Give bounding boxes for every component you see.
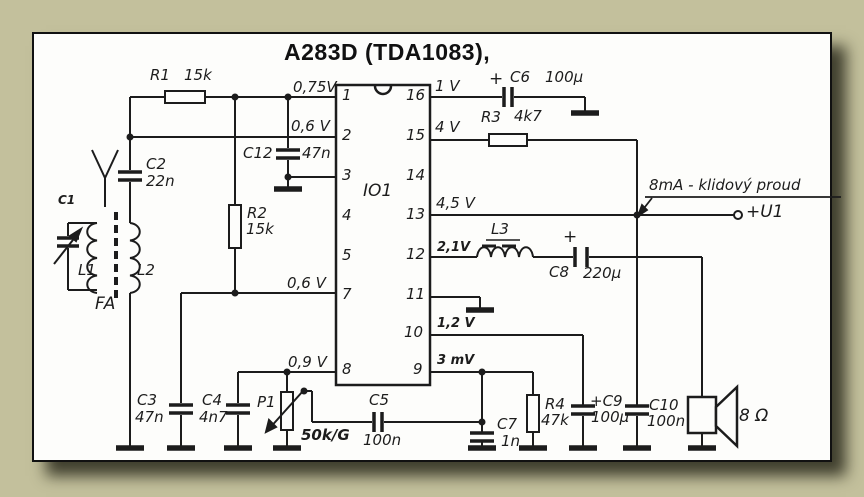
value-r2: 15k [246,220,274,238]
label-c4: C4 [202,391,223,409]
polarity-c6: + [489,69,504,89]
inductor-l2-icon [129,222,141,294]
capacitor-c10-icon [625,404,649,416]
pin-5: 5 [342,246,352,264]
label-c5: C5 [369,391,390,409]
voltage-pin13: 4,5 V [436,194,475,212]
label-c12: C12 [243,144,273,162]
capacitor-c5-icon [372,412,384,432]
pin-11: 11 [406,285,426,303]
capacitor-c2-icon [118,170,142,182]
label-c9: +C9 [590,392,623,410]
pin-8: 8 [342,360,352,378]
voltage-pin15: 4 V [435,118,460,136]
pin-2: 2 [342,126,352,144]
value-r1: 15k [184,66,212,84]
capacitor-c3-icon [169,403,193,415]
voltage-pin10: 1,2 V [437,316,475,331]
inductor-symbols [86,212,534,300]
voltage-pin1: 0,75V [293,78,337,96]
inductor-l3-icon [476,246,534,258]
label-r1: R1 [150,66,170,84]
value-p1: 50k/G [301,426,350,444]
pin-13: 13 [406,205,426,223]
value-r3: 4k7 [514,107,542,125]
ic-notch-icon [373,85,393,96]
pin-14: 14 [406,166,426,184]
adjust-arrows [53,226,304,434]
label-r4: R4 [545,395,565,413]
label-l2: L2 [137,261,155,279]
ic-label: IO1 [363,181,393,201]
potentiometer-p1-icon [280,391,294,431]
pin-16: 16 [406,86,426,104]
pin-3: 3 [342,166,352,184]
value-c5: 100n [363,431,402,449]
label-c3: C3 [137,391,158,409]
value-c10: 100n [647,412,686,430]
resistor-r3-icon [488,133,528,147]
voltage-pin9: 3 mV [437,353,475,368]
supply-terminal-icon [733,210,743,220]
capacitor-c9-icon [571,404,595,416]
polarity-c8: + [563,227,578,247]
value-c3: 47n [135,408,164,426]
label-c2: C2 [146,155,167,173]
quiescent-current-note: 8mA - klidový proud [649,176,801,194]
value-c9: 100µ [591,408,630,426]
label-fa: FA [95,294,116,314]
callout-arrow-icon [636,196,841,219]
value-c12: 47n [302,144,331,162]
schematic-title: A283D (TDA1083), [284,39,491,65]
voltage-pin2: 0,6 V [291,117,330,135]
supply-terminal-label: +U1 [746,202,784,222]
pin-15: 15 [406,126,426,144]
capacitor-c8-icon [573,247,589,267]
value-c7: 1n [501,432,521,450]
label-c10: C10 [649,396,679,414]
ground-symbols [116,110,716,451]
voltage-pin7: 0,6 V [287,274,326,292]
label-r2: R2 [247,204,267,222]
value-c8: 220µ [583,264,622,282]
capacitor-c6-icon [502,87,514,107]
value-speaker: 8 Ω [739,406,769,426]
pin-4: 4 [342,206,352,224]
value-c2: 22n [146,172,175,190]
pin-1: 1 [342,86,352,104]
pin-9: 9 [413,360,423,378]
resistor-symbols [164,90,540,433]
inductor-l1-icon [86,222,98,294]
label-l3: L3 [491,220,509,238]
speaker-icon [686,384,739,449]
label-r3: R3 [481,108,501,126]
antenna-icon [91,149,119,207]
capacitor-c12-icon [276,148,300,160]
label-l1: L1 [78,261,96,279]
voltage-pin16: 1 V [435,77,460,95]
label-c8: C8 [549,263,570,281]
resistor-r1-icon [164,90,206,104]
label-c6: C6 [510,68,531,86]
resistor-r2-icon [228,204,242,249]
pin-10: 10 [404,323,424,341]
value-c4: 4n7 [199,408,228,426]
pin-7: 7 [342,285,352,303]
value-c6: 100µ [545,68,584,86]
value-r4: 47k [541,411,569,429]
pin-12: 12 [406,245,426,263]
capacitor-c4-icon [226,403,250,415]
ic-body [334,83,432,387]
capacitor-c7-icon [470,431,494,443]
label-p1: P1 [257,393,276,411]
label-c7: C7 [497,415,518,433]
label-c1: C1 [58,193,76,207]
voltage-pin12: 2,1V [437,240,471,255]
voltage-pin8: 0,9 V [288,353,327,371]
resistor-r4-icon [526,394,540,433]
